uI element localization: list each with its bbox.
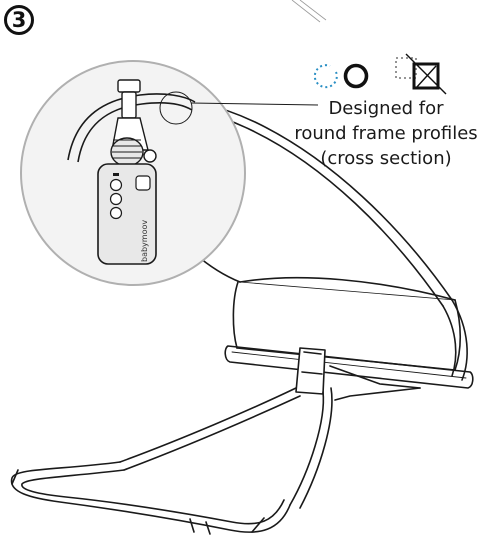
round-profile-ok-icon (313, 63, 369, 89)
clip-head (110, 79, 157, 167)
construction-lines (291, 0, 327, 23)
callout-line-2: round frame profiles (294, 123, 478, 144)
callout-text: Designed for round frame profiles (cross… (286, 96, 486, 171)
device-brand-label: babymoov (140, 220, 149, 262)
callout-line-1: Designed for (328, 98, 444, 119)
sensor-device: babymoov (97, 163, 157, 265)
callout-line-3: (cross section) (320, 148, 452, 169)
square-profile-not-suitable-icon (395, 53, 447, 95)
step-number-badge: 3 (4, 5, 34, 35)
step-number: 3 (11, 7, 27, 32)
callout-leader-line (190, 102, 319, 106)
zoom-source-circle (159, 91, 193, 125)
detail-magnifier: babymoov (20, 60, 246, 286)
